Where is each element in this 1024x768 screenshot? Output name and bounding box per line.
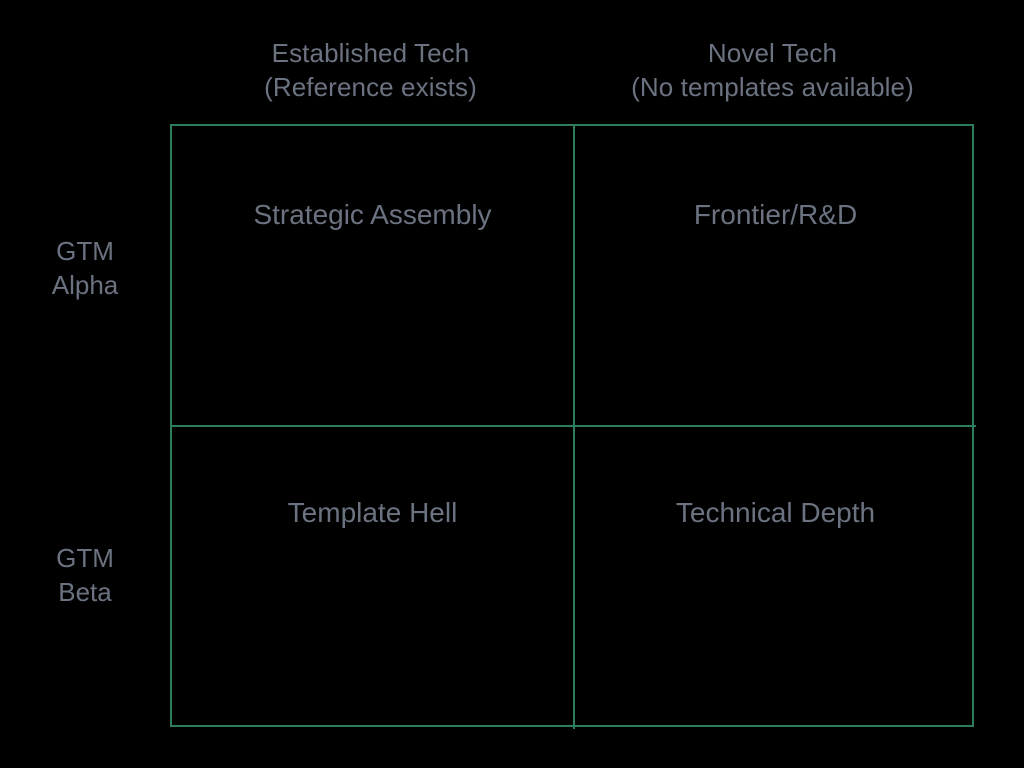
column-header-line-2: (Reference exists): [264, 72, 477, 103]
column-header-line-2: (No templates available): [631, 72, 914, 103]
quadrant-label: Template Hell: [287, 497, 458, 529]
row-header-line-2: Alpha: [51, 270, 119, 301]
matrix-grid: Strategic Assembly Frontier/R&D Template…: [170, 124, 976, 729]
column-header-line-1: Novel Tech: [707, 38, 838, 68]
column-header-line-1: Established Tech: [271, 38, 470, 68]
quadrant-label: Strategic Assembly: [253, 198, 492, 230]
quadrant-template-hell: Template Hell: [172, 427, 573, 729]
quadrant-frontier-rnd: Frontier/R&D: [575, 126, 976, 425]
row-header-line-1: GTM: [56, 236, 114, 266]
quadrant-strategic-assembly: Strategic Assembly: [172, 126, 573, 425]
grid-divider-vertical: [573, 126, 575, 729]
column-header-established-tech: Established Tech (Reference exists): [170, 36, 571, 105]
column-header-novel-tech: Novel Tech (No templates available): [571, 36, 974, 105]
row-header-line-2: Beta: [58, 577, 112, 608]
grid-divider-horizontal: [172, 425, 976, 427]
row-header-gtm-alpha: GTM Alpha: [0, 234, 170, 303]
quadrant-label: Frontier/R&D: [693, 198, 858, 230]
quadrant-label: Technical Depth: [675, 497, 876, 529]
quadrant-technical-depth: Technical Depth: [575, 427, 976, 729]
row-header-gtm-beta: GTM Beta: [0, 541, 170, 610]
row-header-line-1: GTM: [56, 543, 114, 573]
